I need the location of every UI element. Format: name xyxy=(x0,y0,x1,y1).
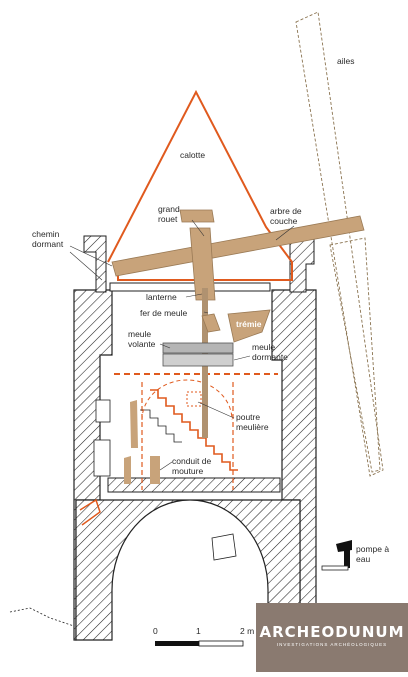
label-meule-volante-line2: volante xyxy=(128,339,156,349)
scale-tick-2: 2 m xyxy=(240,626,254,636)
label-chemin-dormant: chemin dormant xyxy=(32,229,64,249)
label-arbre-line2: couche xyxy=(270,216,298,226)
millstone-beam xyxy=(186,391,202,407)
label-grand-rouet-line1: grand xyxy=(158,204,180,214)
label-ailes: ailes xyxy=(337,56,354,66)
label-meule-dormante-line2: dormante xyxy=(252,352,288,362)
staircase xyxy=(140,389,238,471)
label-calotte: calotte xyxy=(180,150,205,160)
label-meule-volante: meule volante xyxy=(128,329,156,349)
label-chemin-line2: dormant xyxy=(32,239,64,249)
scale-tick-1: 1 xyxy=(196,626,201,636)
millstone-runner xyxy=(162,342,234,354)
diagram-labels: ailes calotte grand rouet arbre de couch… xyxy=(32,56,391,564)
label-fer-de-meule: fer de meule xyxy=(140,308,188,318)
logo-name: ARCHEODUNUM xyxy=(259,623,405,641)
grain-conduit xyxy=(124,400,160,484)
interior-arches xyxy=(141,379,233,421)
millstone-bed xyxy=(162,353,234,367)
hopper-chute xyxy=(201,313,221,333)
section-outline xyxy=(79,89,293,526)
label-poutre-line2: meulière xyxy=(236,422,269,432)
label-arbre-line1: arbre de xyxy=(270,206,302,216)
label-meule-dormante: meule dormante xyxy=(252,342,288,362)
label-lanterne: lanterne xyxy=(146,292,177,302)
archeodunum-logo: ARCHEODUNUM INVESTIGATIONS ARCHÉOLOGIQUE… xyxy=(256,603,408,672)
label-pompe-line1: pompe à xyxy=(356,544,389,554)
label-meule-dormante-line1: meule xyxy=(252,342,275,352)
leader-lines xyxy=(69,219,295,471)
label-poutre-line1: poutre xyxy=(236,412,260,422)
label-grand-rouet: grand rouet xyxy=(158,204,182,224)
label-arbre-de-couche: arbre de couche xyxy=(270,206,304,226)
label-meule-volante-line1: meule xyxy=(128,329,151,339)
label-conduit-line2: mouture xyxy=(172,466,203,476)
label-pompe-a-eau: pompe à eau xyxy=(356,544,391,564)
scale-tick-0: 0 xyxy=(153,626,158,636)
label-conduit-line1: conduit de xyxy=(172,456,211,466)
label-grand-rouet-line2: rouet xyxy=(158,214,178,224)
label-pompe-line2: eau xyxy=(356,554,370,564)
label-conduit-de-mouture: conduit de mouture xyxy=(172,456,214,476)
label-chemin-line1: chemin xyxy=(32,229,60,239)
scale-bar: 0 1 2 m xyxy=(153,626,254,647)
logo-subtitle: INVESTIGATIONS ARCHÉOLOGIQUES xyxy=(276,642,388,647)
pump-icon xyxy=(321,540,352,571)
label-poutre-meuliere: poutre meulière xyxy=(236,412,269,432)
sails-outline xyxy=(295,11,384,477)
hopper xyxy=(227,309,271,343)
foundation-walls xyxy=(9,235,359,643)
label-tremie: trémie xyxy=(236,319,262,329)
